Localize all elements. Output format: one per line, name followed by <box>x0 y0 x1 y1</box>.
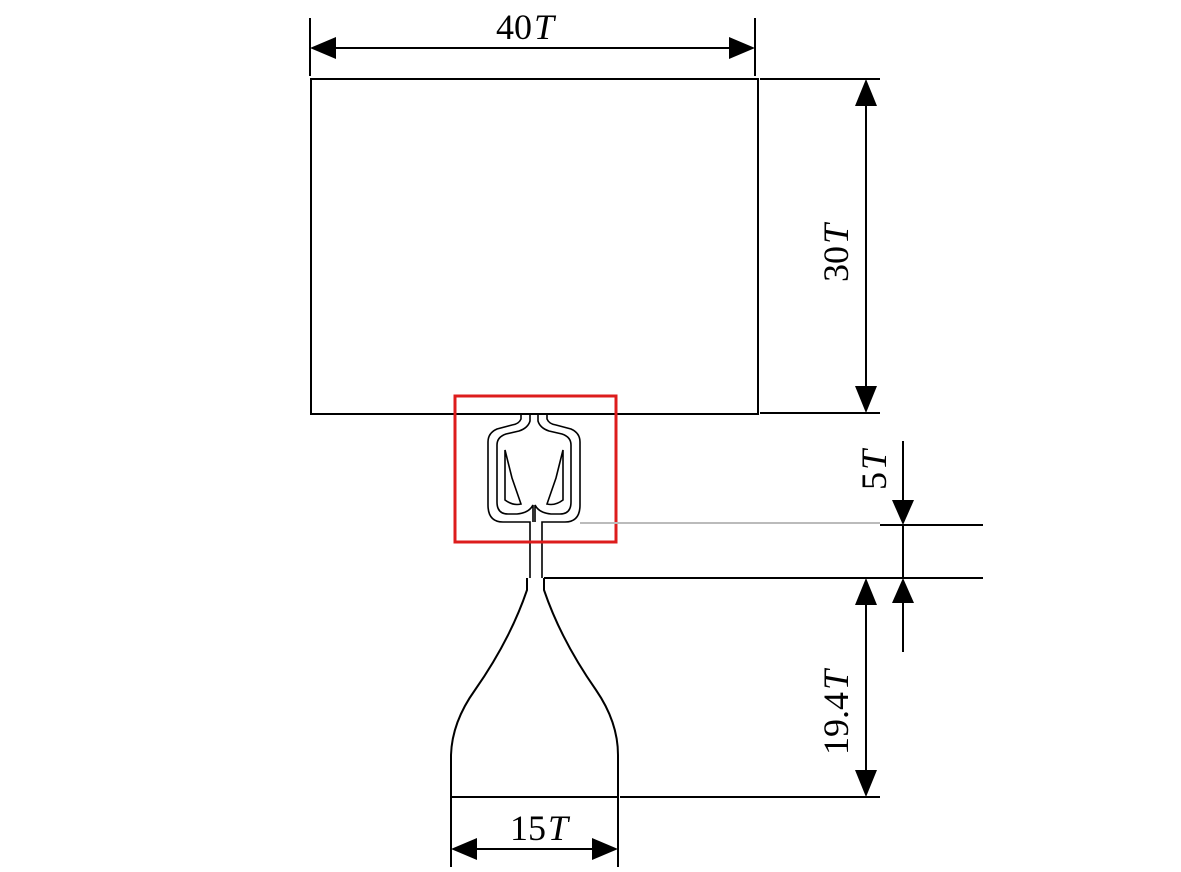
patch-width-label: 40 <box>496 7 532 47</box>
patch-height-dimension: 30 T <box>760 78 880 414</box>
arrow-left-icon <box>451 838 477 860</box>
ground-width-unit: T <box>548 808 571 848</box>
arrow-left-icon <box>310 37 336 59</box>
taper-length-dimension: 19.4 T <box>620 578 880 798</box>
arrow-down-icon <box>855 386 877 413</box>
patch-width-dimension: 40 T <box>309 7 756 76</box>
tapered-ground <box>450 578 619 800</box>
feed-gap-unit: T <box>854 447 894 470</box>
arrow-down-icon <box>855 770 877 797</box>
arrow-up-icon <box>855 578 877 605</box>
arrow-down-icon <box>892 500 914 525</box>
taper-length-unit: T <box>816 667 856 690</box>
feed-gap-label: 5 <box>854 472 894 490</box>
ground-width-dimension: 15 T <box>450 800 619 867</box>
arrow-right-icon <box>592 838 618 860</box>
arrow-up-icon <box>892 578 914 603</box>
patch-height-label: 30 <box>816 246 856 282</box>
patch-height-unit: T <box>816 221 856 244</box>
feed-gap-dimension: 5 T <box>544 441 983 652</box>
arrow-up-icon <box>855 79 877 106</box>
taper-length-label: 19.4 <box>816 692 856 755</box>
patch-width-unit: T <box>534 7 557 47</box>
ground-width-label: 15 <box>510 808 546 848</box>
feed-structure <box>487 414 581 578</box>
arrow-right-icon <box>729 37 755 59</box>
radiating-patch <box>310 78 759 415</box>
feed-highlight-box <box>453 394 618 544</box>
